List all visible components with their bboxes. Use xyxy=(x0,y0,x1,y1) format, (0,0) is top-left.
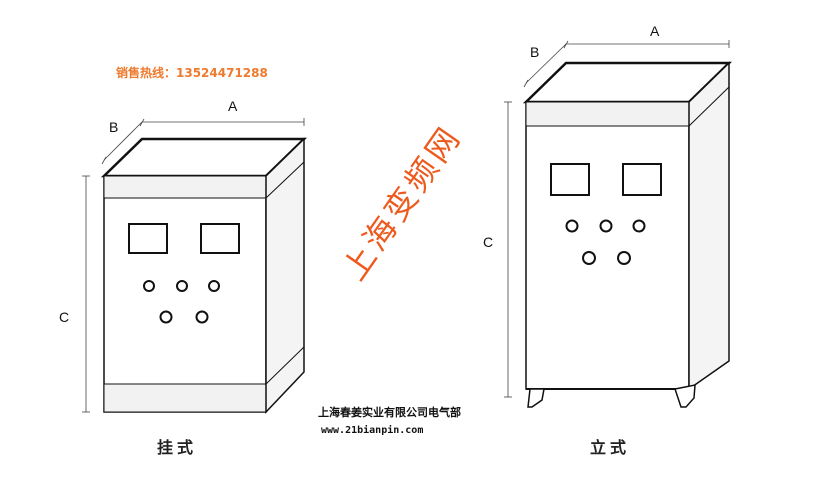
wall-knob xyxy=(143,280,155,292)
floor-knob xyxy=(565,219,579,233)
floor-dimension-b-label: B xyxy=(530,44,540,60)
wall-cabinet-drawing xyxy=(82,118,308,414)
floor-knob xyxy=(582,251,596,265)
floor-knob xyxy=(617,251,631,265)
wall-knob xyxy=(195,310,209,324)
floor-meter-right xyxy=(622,163,662,196)
floor-cabinet-top-band xyxy=(525,101,690,127)
floor-foot-left xyxy=(527,388,545,408)
floor-knob xyxy=(599,219,613,233)
floor-dimension-lines xyxy=(504,40,730,398)
floor-foot-right xyxy=(674,384,696,408)
wall-dimension-lines xyxy=(82,118,305,413)
floor-cabinet-side xyxy=(688,61,730,391)
website-url: www.21bianpin.com xyxy=(321,425,424,436)
floor-dimension-a-label: A xyxy=(650,23,660,39)
wall-dimension-a-label: A xyxy=(228,98,238,114)
wall-cabinet-top-band xyxy=(103,175,267,199)
company-name: 上海春姜实业有限公司电气部 xyxy=(318,406,461,419)
floor-meter-left xyxy=(550,163,590,196)
wall-knob xyxy=(208,280,220,292)
floor-cabinet-caption: 立式 xyxy=(590,438,631,457)
floor-knob xyxy=(632,219,646,233)
wall-cabinet-caption: 挂式 xyxy=(157,438,198,457)
wall-cabinet-front xyxy=(103,175,267,413)
sales-hotline: 销售热线：13524471288 xyxy=(116,66,268,80)
wall-cabinet-side xyxy=(265,137,305,414)
wall-cabinet-bottom-band xyxy=(103,383,267,413)
wall-meter-right xyxy=(200,223,240,254)
wall-knob xyxy=(176,280,188,292)
floor-dimension-c-label: C xyxy=(483,234,494,250)
wall-dimension-b-label: B xyxy=(109,119,119,135)
floor-cabinet-drawing xyxy=(504,40,733,408)
wall-dimension-c-label: C xyxy=(59,309,70,325)
wall-knob xyxy=(159,310,173,324)
floor-cabinet-front xyxy=(525,101,690,390)
wall-meter-left xyxy=(128,223,168,254)
